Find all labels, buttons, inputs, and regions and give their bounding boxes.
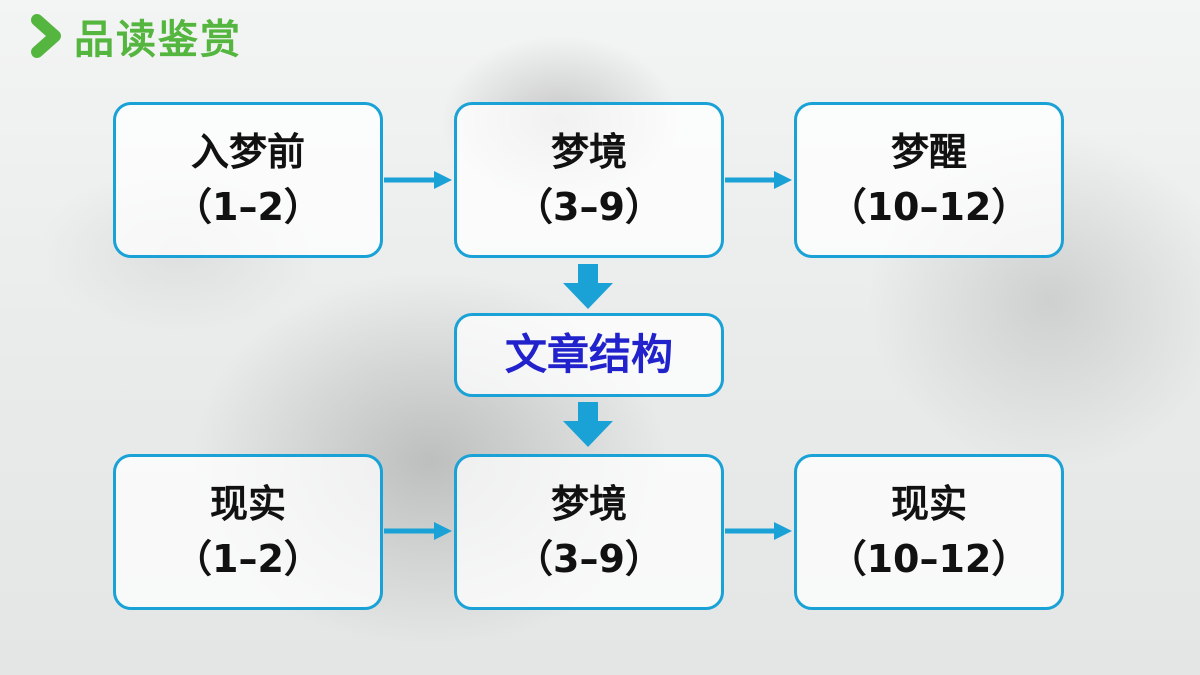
arrow-bottom-2-3 [725, 522, 792, 540]
arrow-top-2-3 [725, 171, 792, 189]
box-range: （3–9） [515, 185, 663, 229]
arrow-top-1-2 [384, 171, 452, 189]
top-box-awake: 梦醒 （10–12） [794, 102, 1064, 258]
box-range: （3–9） [515, 537, 663, 581]
box-label: 现实 [209, 481, 286, 526]
box-label: 梦境 [550, 129, 627, 174]
box-label: 现实 [890, 481, 967, 526]
top-box-before-dream: 入梦前 （1–2） [113, 102, 383, 258]
arrow-bottom-1-2 [384, 522, 452, 540]
arrow-down-1 [563, 264, 613, 309]
box-range: （1–2） [174, 185, 322, 229]
box-label: 入梦前 [190, 129, 305, 174]
box-range: （1–2） [174, 537, 322, 581]
slide-header: 品读鉴赏 [28, 6, 242, 66]
box-label: 梦醒 [890, 129, 967, 174]
box-range: （10–12） [828, 537, 1030, 581]
center-box-structure: 文章结构 [454, 313, 724, 397]
chevron-right-icon [31, 14, 61, 58]
page-title: 品读鉴赏 [74, 17, 242, 63]
box-range: （10–12） [828, 185, 1030, 229]
bottom-box-reality-2: 现实 （10–12） [794, 454, 1064, 610]
center-label: 文章结构 [504, 329, 673, 379]
bottom-box-dream: 梦境 （3–9） [454, 454, 724, 610]
bottom-box-reality-1: 现实 （1–2） [113, 454, 383, 610]
arrow-down-2 [563, 402, 613, 447]
top-box-dream: 梦境 （3–9） [454, 102, 724, 258]
box-label: 梦境 [550, 481, 627, 526]
